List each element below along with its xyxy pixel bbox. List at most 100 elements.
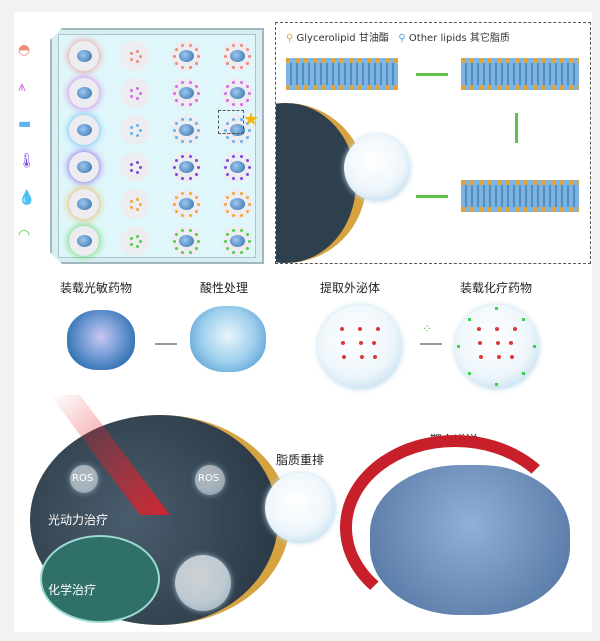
particle (136, 124, 139, 127)
particle (226, 48, 229, 51)
budding-exosome (344, 135, 410, 201)
chemo-dot (468, 318, 472, 322)
particle (130, 132, 133, 135)
particle (246, 247, 249, 250)
particle (189, 118, 192, 121)
drug-dot (360, 355, 364, 359)
chemo-dot (457, 345, 460, 349)
ros-label-2: ROS (198, 473, 220, 484)
particle (195, 233, 198, 236)
particle (130, 89, 133, 92)
particle (246, 62, 249, 65)
particle (232, 214, 235, 217)
ros-label-1: ROS (72, 473, 94, 484)
drug-dot (496, 341, 500, 345)
particle (240, 81, 243, 84)
particle (130, 243, 133, 246)
chemo-drug-icon: ⁘ (422, 322, 433, 336)
chemo-dot (494, 307, 498, 310)
particle (248, 240, 251, 243)
cell (230, 235, 245, 247)
chemo-dot (521, 371, 525, 375)
drug-dot (497, 355, 501, 359)
particle (136, 198, 139, 201)
particle (175, 210, 178, 213)
membrane-state-2 (461, 58, 579, 90)
drug-dot (373, 355, 377, 359)
drug-dot (341, 341, 345, 345)
well (69, 78, 99, 108)
particle (130, 163, 133, 166)
well (69, 152, 99, 182)
particle (240, 66, 243, 69)
particle (246, 159, 249, 162)
particle (240, 155, 243, 158)
thermometer-icon: 🌡 (18, 153, 36, 169)
well (171, 152, 201, 182)
particle (139, 240, 142, 243)
particle (195, 196, 198, 199)
cell (77, 235, 92, 247)
particle (246, 99, 249, 102)
well (222, 78, 252, 108)
legend-other-lipids: Other lipids 其它脂质 (408, 33, 510, 44)
well (120, 189, 150, 219)
well (120, 41, 150, 71)
drug-dot (359, 341, 363, 345)
blood-vessel (340, 435, 570, 620)
membrane-state-1 (286, 58, 398, 90)
particle (181, 81, 184, 84)
acid-treated-cell (190, 306, 266, 372)
particle (136, 60, 139, 63)
chemotherapy-label: 化学治疗 (48, 583, 97, 597)
particle (248, 129, 251, 132)
well (171, 115, 201, 145)
particle (130, 95, 133, 98)
particle (173, 92, 176, 95)
particle (226, 233, 229, 236)
microneedle-icon: ⩚ (18, 79, 26, 95)
particle (173, 166, 176, 169)
particle (189, 214, 192, 217)
cell (77, 161, 92, 173)
particle (224, 55, 227, 58)
particle (189, 81, 192, 84)
well (222, 226, 252, 256)
particle (136, 161, 139, 164)
particle (197, 92, 200, 95)
well (120, 226, 150, 256)
particle (226, 85, 229, 88)
lipid-rearrangement-zoom: ⚲ Glycerolipid 甘油酯 ⚲ Other lipids 其它脂质 (275, 22, 591, 264)
cell (77, 124, 92, 136)
petri-dish-icon: ◓ (18, 42, 31, 58)
particle (226, 210, 229, 213)
particle (175, 62, 178, 65)
particle (226, 196, 229, 199)
particle (181, 118, 184, 121)
drug-dot (376, 327, 380, 331)
chemo-dot (533, 345, 536, 348)
arrow-right-icon (416, 73, 448, 76)
particle (175, 159, 178, 162)
particle (175, 233, 178, 236)
chemo-dot (521, 318, 525, 322)
particle (136, 134, 139, 137)
well (171, 78, 201, 108)
particle (197, 203, 200, 206)
particle (136, 171, 139, 174)
well (222, 152, 252, 182)
ros-bubble (195, 465, 225, 495)
well (222, 115, 252, 145)
well (171, 226, 201, 256)
particle (189, 103, 192, 106)
cell (230, 198, 245, 210)
particle (224, 92, 227, 95)
particle (181, 192, 184, 195)
selected-well-box (218, 110, 244, 134)
particle (175, 196, 178, 199)
arrow-right-icon (155, 343, 177, 345)
drug-dot (478, 341, 482, 345)
step-load-photosensitizer: 装载光敏药物 (60, 281, 133, 295)
nucleus (40, 535, 160, 623)
particle (130, 206, 133, 209)
